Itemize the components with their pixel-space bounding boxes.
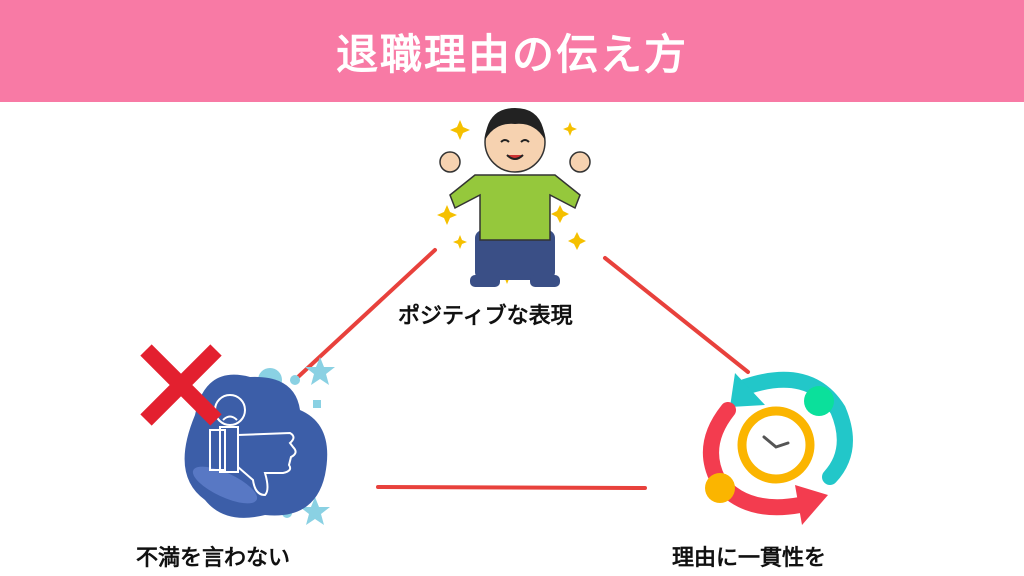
page-title: 退職理由の伝え方 [335,29,688,79]
connector-top-left [296,248,437,379]
happy-person-icon [437,108,591,287]
top-node-label: ポジティブな表現 [398,304,573,329]
cycle-clock-icon [703,371,853,525]
connector-top-right [603,256,750,374]
connector-bottom [376,485,647,490]
cross-mark-icon [140,344,222,426]
right-node-label: 理由に一貫性を [672,546,827,571]
left-node-label: 不満を言わない [136,546,291,571]
header-banner: 退職理由の伝え方 [0,0,1024,102]
thumbs-down-icon [184,357,335,525]
